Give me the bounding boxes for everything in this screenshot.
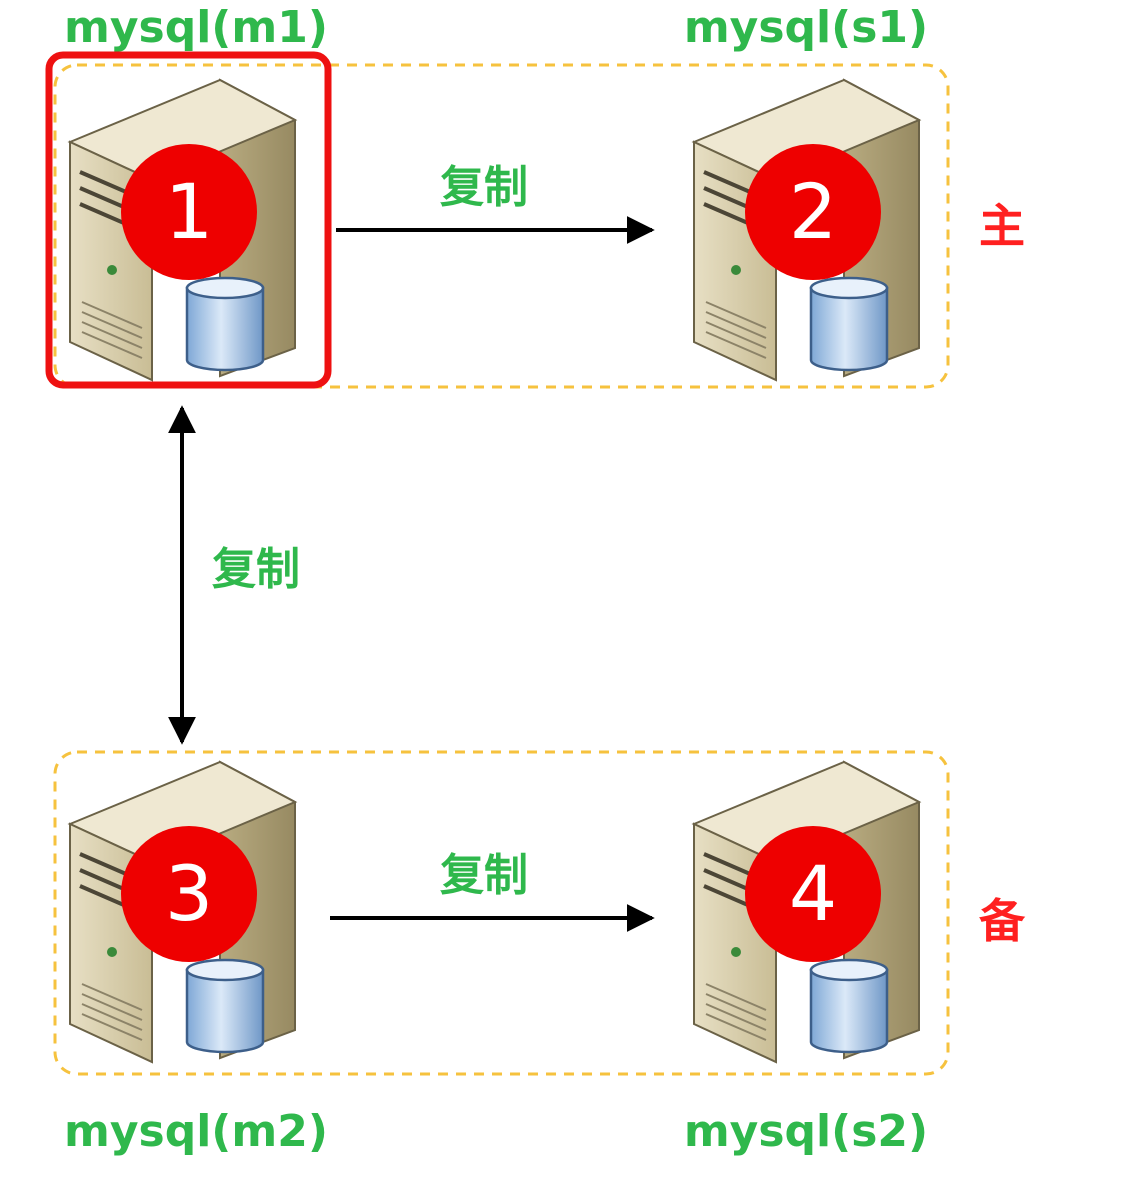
database-server-icon: 2 — [691, 78, 922, 382]
group-box-standby — [53, 750, 950, 1076]
node-label-s1: mysql(s1) — [684, 2, 928, 53]
group-box-primary — [53, 63, 950, 389]
node-badge-number: 2 — [789, 167, 837, 256]
node-label-m2: mysql(m2) — [64, 1106, 328, 1157]
database-cylinder-icon — [185, 276, 265, 372]
edge-label-m1-s1: 复制 — [440, 162, 528, 213]
highlight-frame-m1 — [45, 51, 332, 389]
database-server-icon: 3 — [67, 760, 298, 1064]
database-server-icon: 1 — [67, 78, 298, 382]
node-badge — [745, 144, 881, 280]
node-badge-number: 3 — [165, 849, 213, 938]
node-badge — [121, 144, 257, 280]
edge-label-m1-m2: 复制 — [212, 544, 300, 595]
node-badge-number: 4 — [789, 849, 837, 938]
database-cylinder-icon — [185, 958, 265, 1054]
node-label-m1: mysql(m1) — [64, 2, 328, 53]
database-server-icon: 4 — [691, 760, 922, 1064]
node-badge-number: 1 — [165, 167, 213, 256]
node-label-s2: mysql(s2) — [684, 1106, 928, 1157]
database-cylinder-icon — [809, 276, 889, 372]
node-badge — [121, 826, 257, 962]
node-badge — [745, 826, 881, 962]
group-label-standby: 备 — [979, 894, 1026, 948]
edge-label-m2-s2: 复制 — [440, 850, 528, 901]
database-cylinder-icon — [809, 958, 889, 1054]
group-label-primary: 主 — [979, 199, 1025, 253]
